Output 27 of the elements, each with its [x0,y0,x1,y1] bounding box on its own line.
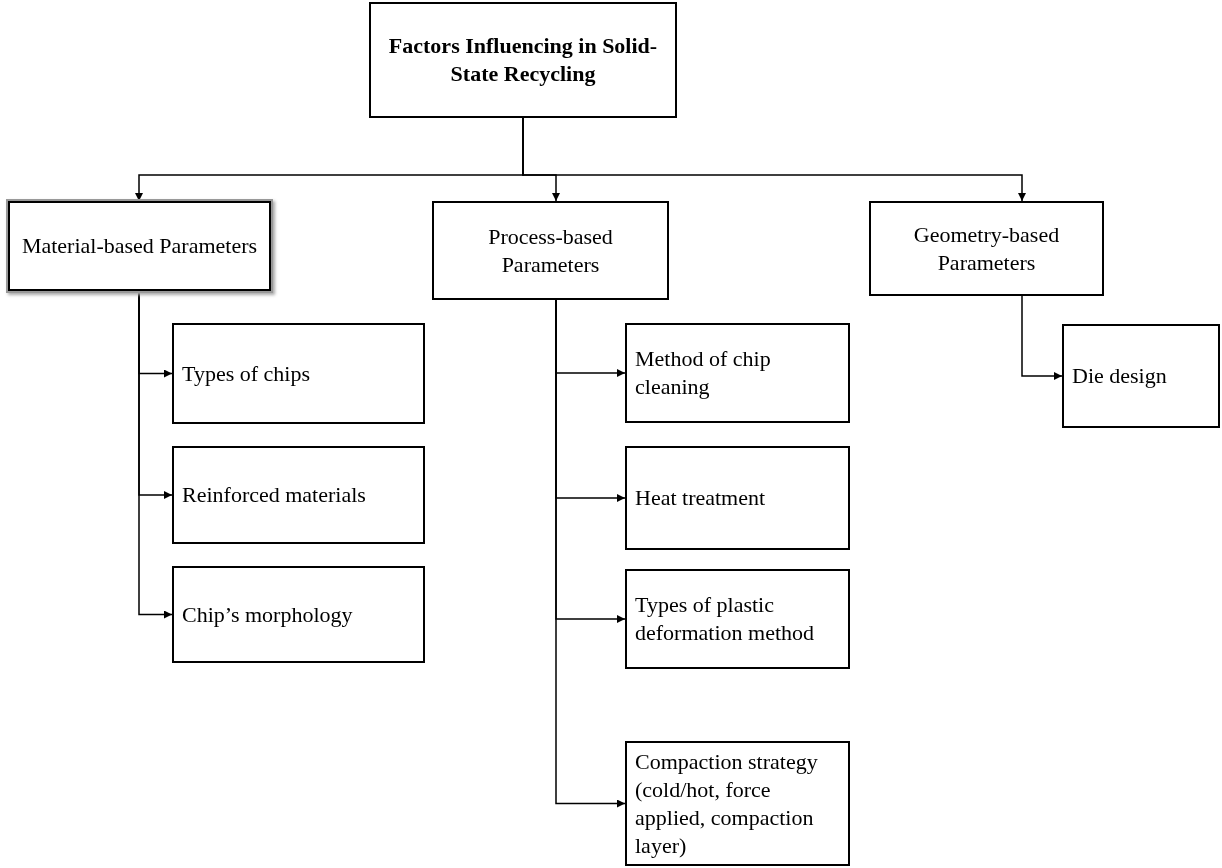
box-label: Process-based Parameters [487,222,614,279]
connector-arrow [522,117,1026,202]
factor-box [625,323,850,423]
category-box [432,201,669,300]
factor-box [625,569,850,669]
box-label: Heat treatment [635,484,766,512]
category-box [8,201,271,291]
factor-box [172,446,425,544]
box-label: Types of chips [182,359,310,388]
category-box [869,201,1104,296]
box-label: Geometry-based Parameters [912,220,1061,277]
connector-arrow [138,290,173,619]
factor-box [172,323,425,424]
box-label: Chip’s morphology [182,600,353,629]
box-label: Method of chip cleaning [635,345,772,401]
box-label: Factors Influencing in Solid-State Recycling [387,32,659,88]
box-label: Material-based Parameters [21,232,258,260]
box-label: Compaction strategy (cold/hot, force applied, compaction layer) [635,747,819,860]
box-label: Reinforced materials [182,481,366,509]
box-label: Die design [1072,362,1167,390]
factor-box [625,741,850,866]
factor-box [1062,324,1220,428]
connector-arrow [1021,295,1063,380]
factor-box [625,446,850,550]
box-label: Types of plastic deformation method [635,591,815,647]
factor-box [172,566,425,663]
title-box [369,2,677,118]
